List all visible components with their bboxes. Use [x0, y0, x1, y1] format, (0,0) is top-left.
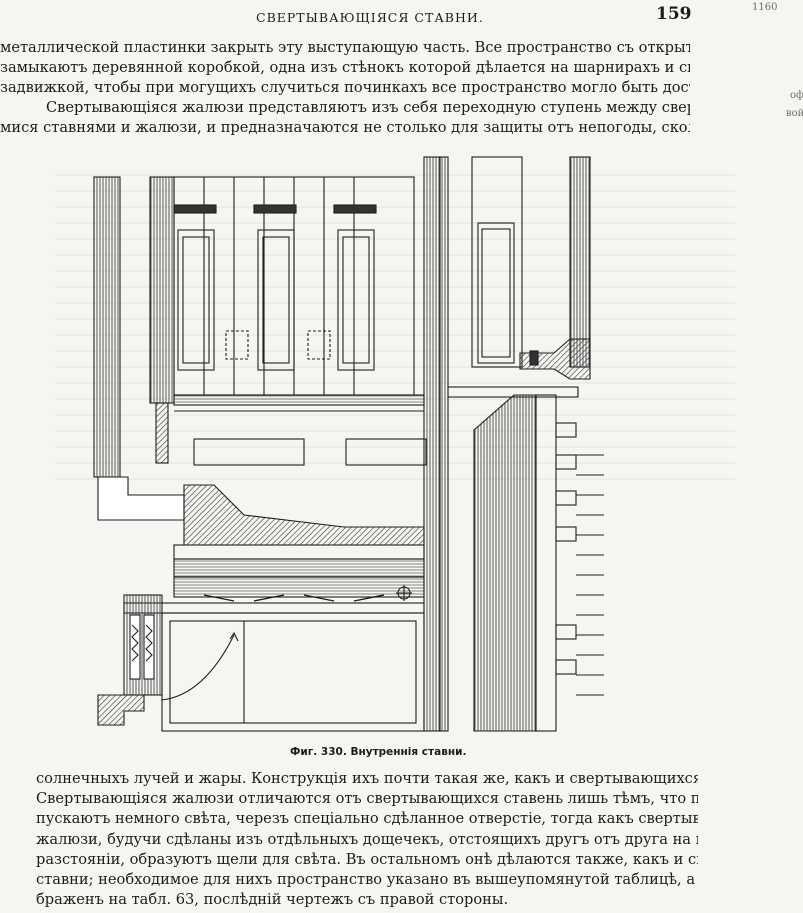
page-number: 159 [656, 4, 692, 24]
margin-mark: вой [786, 108, 803, 119]
running-header: СВЕРТЫВАЮЩІЯСЯ СТАВНИ. [256, 10, 484, 25]
text-line: разстояніи, образуютъ щели для свѣта. Въ… [36, 850, 698, 868]
text-line: задвижкой, чтобы при могущихъ случиться … [0, 79, 690, 96]
text-line: Свертывающіяся жалюзи отличаются отъ све… [36, 790, 698, 808]
text-line: пускаютъ немного свѣта, черезъ спеціальн… [36, 810, 698, 828]
text-line: жалюзи, будучи сдѣланы изъ отдѣльныхъ до… [36, 830, 698, 848]
text-line: металлической пластинки закрыть эту выст… [0, 39, 690, 56]
text-line: ставни; необходимое для нихъ пространств… [36, 871, 698, 889]
figure-330-drawing [84, 155, 604, 743]
text-line: мися ставнями и жалюзи, и предназначаютс… [0, 119, 690, 136]
text-line: солнечныхъ лучей и жары. Конструкція ихъ… [36, 770, 698, 787]
figure-caption: Фиг. 330. Внутреннія ставни. [290, 746, 467, 758]
text-line: замыкаютъ деревянной коробкой, одна изъ … [0, 59, 690, 76]
body-text-top: металлической пластинки закрыть эту выст… [0, 38, 690, 138]
margin-mark: 1160 [752, 2, 778, 13]
text-line: браженъ на табл. 63, послѣдній чертежъ с… [36, 891, 509, 909]
text-line: Свертывающіяся жалюзи представляютъ изъ … [46, 99, 690, 116]
body-text-bottom: солнечныхъ лучей и жары. Конструкція ихъ… [36, 769, 698, 910]
margin-mark: оф [790, 90, 803, 101]
